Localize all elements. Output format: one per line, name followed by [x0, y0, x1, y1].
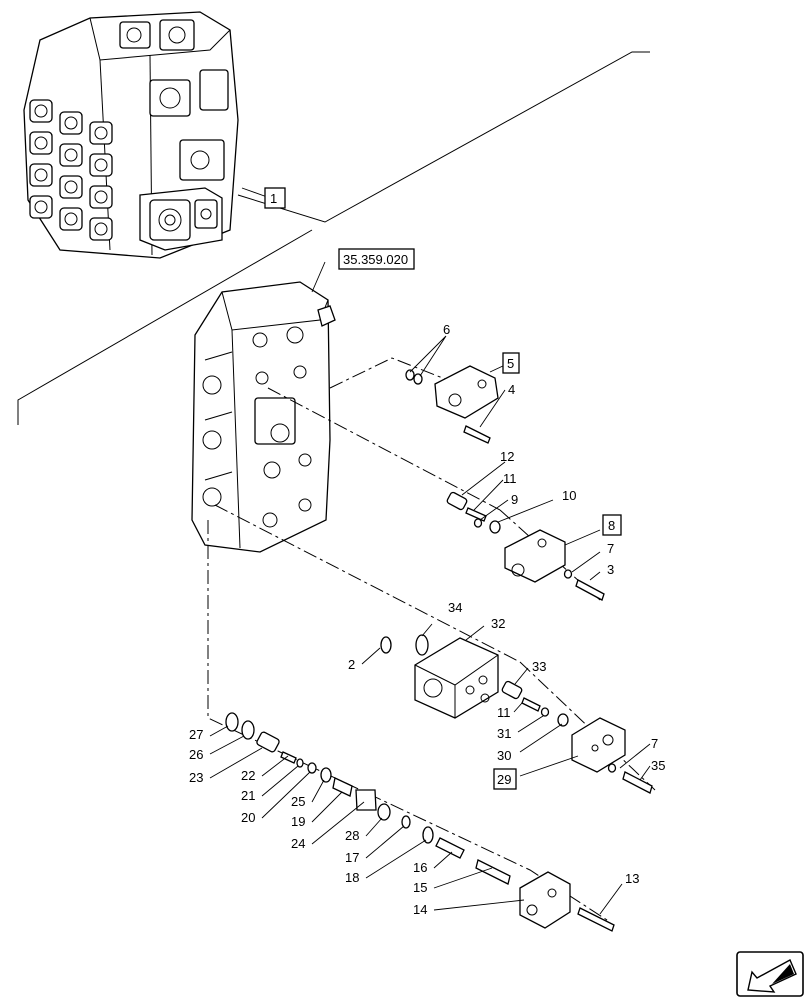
callout-4: 4 — [508, 382, 515, 397]
part-32-group — [380, 634, 541, 719]
callout-11a: 11 — [503, 471, 517, 486]
callout-22: 22 — [241, 768, 255, 783]
callout-20: 20 — [241, 810, 255, 825]
callout-23: 23 — [189, 770, 203, 785]
callout-31: 31 — [497, 726, 511, 741]
callout-35: 35 — [651, 758, 665, 773]
callout-7a: 7 — [607, 541, 614, 556]
callout-25: 25 — [291, 794, 305, 809]
callout-27: 27 — [189, 727, 203, 742]
callout-leaders — [209, 187, 651, 915]
callout-28: 28 — [345, 828, 359, 843]
reference-box — [338, 248, 415, 270]
valve-assembly-overview — [23, 11, 239, 259]
callout-8: 8 — [608, 518, 615, 533]
callout-9: 9 — [511, 492, 518, 507]
callout-7b: 7 — [651, 736, 658, 751]
callout-24: 24 — [291, 836, 305, 851]
callout-11b: 11 — [497, 705, 511, 720]
callout-33: 33 — [532, 659, 546, 674]
callout-5: 5 — [507, 356, 514, 371]
part-8-group — [446, 491, 605, 601]
lower-spool-train — [225, 712, 615, 932]
callout-13: 13 — [625, 871, 639, 886]
callout-30: 30 — [497, 748, 511, 763]
callout-32: 32 — [491, 616, 505, 631]
callout-29: 29 — [497, 772, 511, 787]
part-5-group — [405, 365, 499, 444]
callout-34: 34 — [448, 600, 462, 615]
callout-14: 14 — [413, 902, 427, 917]
callout-3: 3 — [607, 562, 614, 577]
callout-box-1 — [264, 187, 286, 209]
reference-code[interactable]: 35.359.020 — [343, 252, 408, 267]
part-29-group — [540, 707, 653, 794]
callout-box-8 — [602, 514, 622, 536]
callout-12: 12 — [500, 449, 514, 464]
callout-18: 18 — [345, 870, 359, 885]
arrow-down-left-icon[interactable] — [736, 951, 804, 997]
callout-26: 26 — [189, 747, 203, 762]
callout-labels: 1 35.359.020 6 5 4 12 11 9 10 8 7 3 34 3… — [189, 187, 665, 917]
callout-19: 19 — [291, 814, 305, 829]
callout-box-5 — [502, 352, 520, 374]
callout-21: 21 — [241, 788, 255, 803]
callout-2: 2 — [348, 657, 355, 672]
callout-6: 6 — [443, 322, 450, 337]
valve-body-section — [191, 281, 336, 553]
callout-box-29 — [493, 768, 517, 790]
callout-1: 1 — [270, 191, 277, 206]
callout-17: 17 — [345, 850, 359, 865]
callout-10: 10 — [562, 488, 576, 503]
callout-16: 16 — [413, 860, 427, 875]
callout-15: 15 — [413, 880, 427, 895]
